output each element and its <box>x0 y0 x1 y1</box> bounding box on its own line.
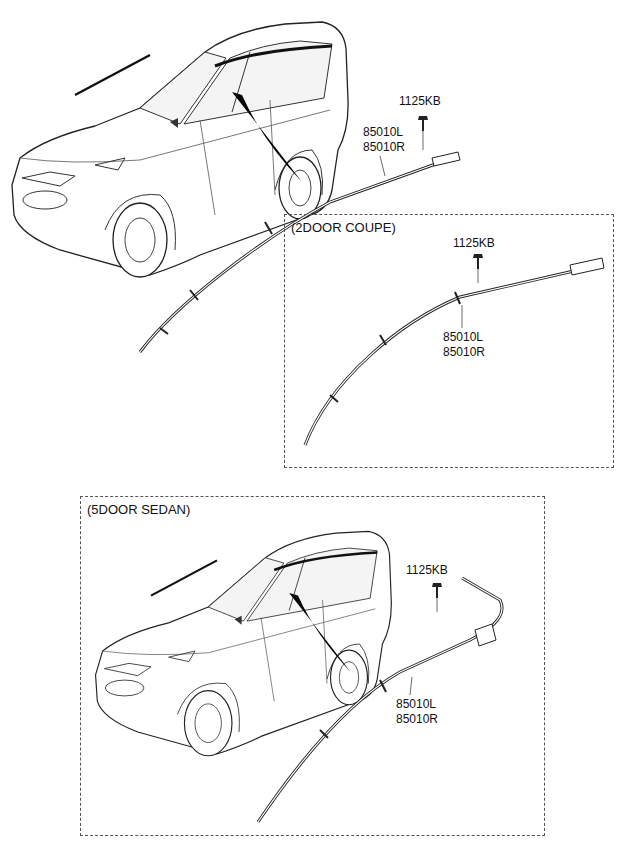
part-number: 85010R <box>395 712 439 726</box>
part-number: 85010L <box>442 330 484 344</box>
variant-heading: (5DOOR SEDAN) <box>81 497 196 522</box>
part-number: 85010L <box>362 125 404 139</box>
part-number: 85010R <box>442 345 486 359</box>
variant-box: (5DOOR SEDAN) <box>80 496 545 836</box>
part-number: 1125KB <box>452 236 496 250</box>
part-number: 85010L <box>395 697 437 711</box>
part-number: 1125KB <box>398 94 442 108</box>
variant-heading: (2DOOR COUPE) <box>285 215 402 240</box>
part-number: 85010R <box>362 140 406 154</box>
part-number: 1125KB <box>405 563 449 577</box>
